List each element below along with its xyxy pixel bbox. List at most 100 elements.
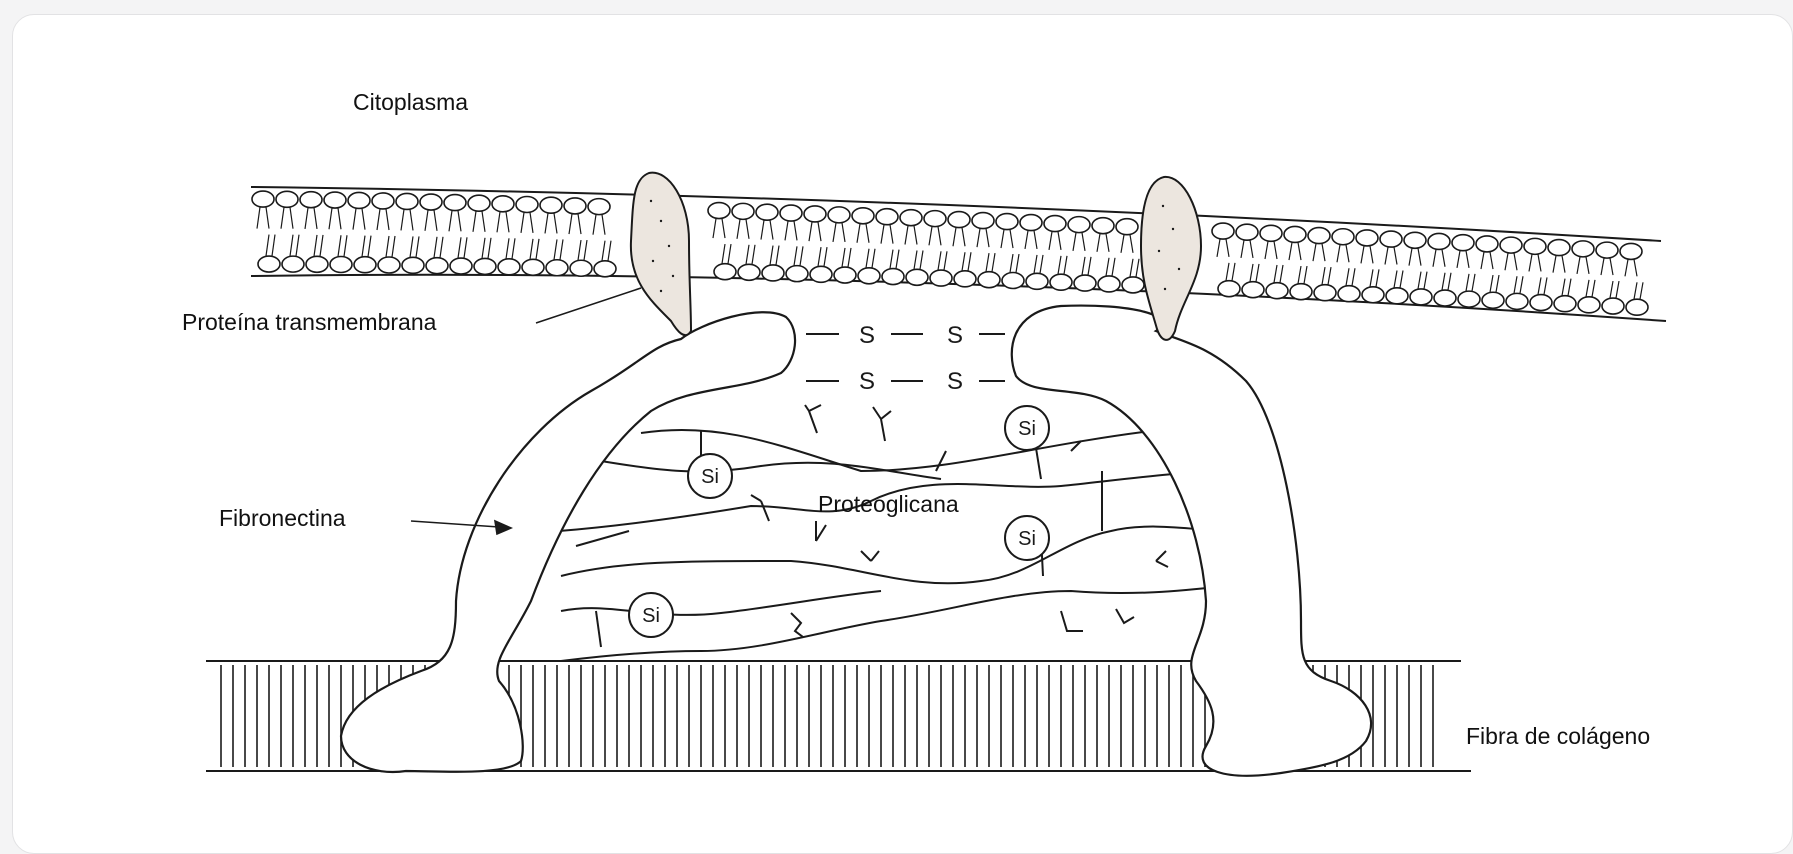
lipid-tail (314, 208, 317, 229)
lipid-tail (1490, 275, 1493, 292)
lipid-head (762, 265, 784, 281)
lipid-head (1356, 230, 1378, 246)
lipid-tail (1112, 258, 1115, 276)
lipid-head (924, 211, 946, 227)
lipid-tail (1490, 252, 1493, 269)
lipid-head (996, 214, 1018, 230)
lipid-tail (1250, 240, 1253, 258)
lipid-head (354, 257, 376, 273)
lipid-head (882, 269, 904, 285)
lipid-head (732, 203, 754, 219)
lipid-head (276, 191, 298, 207)
svg-text:S: S (859, 322, 875, 349)
lipid-tail (401, 209, 404, 230)
lipid-head (1020, 215, 1042, 231)
lipid-tail (1241, 240, 1244, 258)
lipid-tail (554, 213, 557, 233)
lipid-tail (1001, 230, 1004, 248)
lipid-tail (530, 213, 533, 233)
lipid-head (954, 271, 976, 287)
si-node: Si (1005, 406, 1049, 450)
lipid-tail (1505, 253, 1508, 270)
lipid-tail (1586, 257, 1589, 274)
lipid-tail (1370, 246, 1373, 263)
label-proteoglycan: Proteoglicana (818, 493, 959, 516)
lipid-head (1386, 288, 1408, 304)
lipid-tail (1256, 264, 1259, 282)
lipid-tail (938, 251, 941, 270)
lipid-tail (872, 249, 875, 268)
lipid-bilayer (251, 187, 1666, 321)
lipid-head (378, 257, 400, 273)
lipid-tail (377, 209, 380, 230)
lipid-tail (1337, 245, 1340, 262)
lipid-tail (905, 226, 908, 245)
lipid-tail (1136, 259, 1139, 277)
lipid-tail (914, 250, 917, 269)
lipid-head (444, 195, 466, 211)
lipid-tail (1418, 272, 1421, 289)
lipid-head (1458, 291, 1480, 307)
lipid-tail (833, 223, 836, 242)
lipid-tail (881, 225, 884, 244)
lipid-tail (818, 222, 821, 241)
lipid-tail (1562, 256, 1565, 273)
lipid-tail (1442, 273, 1445, 290)
lipid-head (1092, 218, 1114, 234)
lipid-head (1548, 240, 1570, 256)
lipid-tail (1568, 279, 1571, 296)
lipid-head (372, 193, 394, 209)
lipid-tail (953, 228, 956, 247)
disulfide-bridges: S S S S (806, 322, 1005, 395)
lipid-head (900, 210, 922, 226)
lipid-tail (1457, 251, 1460, 268)
lipid-tail (857, 224, 860, 243)
lipid-head (1404, 232, 1426, 248)
lipid-tail (914, 226, 917, 245)
lipid-tail (944, 251, 947, 270)
lipid-head (1266, 283, 1288, 299)
lipid-tail (449, 211, 452, 232)
svg-text:S: S (947, 368, 963, 395)
figure-card: Si Si Si Si S S S S (12, 14, 1793, 854)
lipid-tail (1370, 269, 1373, 286)
lipid-tail (1049, 232, 1052, 250)
lipid-tail (320, 235, 323, 256)
lipid-head (330, 256, 352, 272)
lipid-tail (506, 238, 509, 258)
lipid-tail (1040, 255, 1043, 273)
lipid-tail (890, 225, 893, 244)
lipid-head (1044, 216, 1066, 232)
lipid-tail (986, 229, 989, 248)
lipid-tail (1097, 234, 1100, 252)
lipid-tail (1232, 263, 1235, 281)
lipid-head (1482, 292, 1504, 308)
lipid-head (786, 266, 808, 282)
lipid-tail (920, 250, 923, 269)
lipid-tail (722, 244, 725, 264)
lipid-tail (434, 210, 437, 231)
lipid-tail (1328, 267, 1331, 285)
lipid-head (1314, 285, 1336, 301)
lipid-tail (1520, 276, 1523, 293)
lipid-tail (434, 237, 437, 258)
lipid-tail (776, 246, 779, 265)
lipid-tail (1529, 254, 1532, 271)
lipid-head (1002, 273, 1024, 289)
lipid-tail (1394, 270, 1397, 287)
lipid-tail (1610, 281, 1613, 298)
lipid-head (714, 264, 736, 280)
lipid-tail (1634, 282, 1637, 299)
lipid-tail (488, 238, 491, 259)
lipid-tail (809, 222, 812, 241)
lipid-head (1476, 236, 1498, 252)
lipid-tail (722, 219, 725, 239)
lipid-head (906, 269, 928, 285)
lipid-tail (785, 221, 788, 240)
svg-text:Si: Si (642, 605, 660, 627)
si-nodes: Si Si Si Si (629, 406, 1049, 637)
lipid-head (306, 256, 328, 272)
lipid-head (858, 268, 880, 284)
lipid-tail (818, 247, 821, 266)
lipid-tail (1064, 256, 1067, 274)
